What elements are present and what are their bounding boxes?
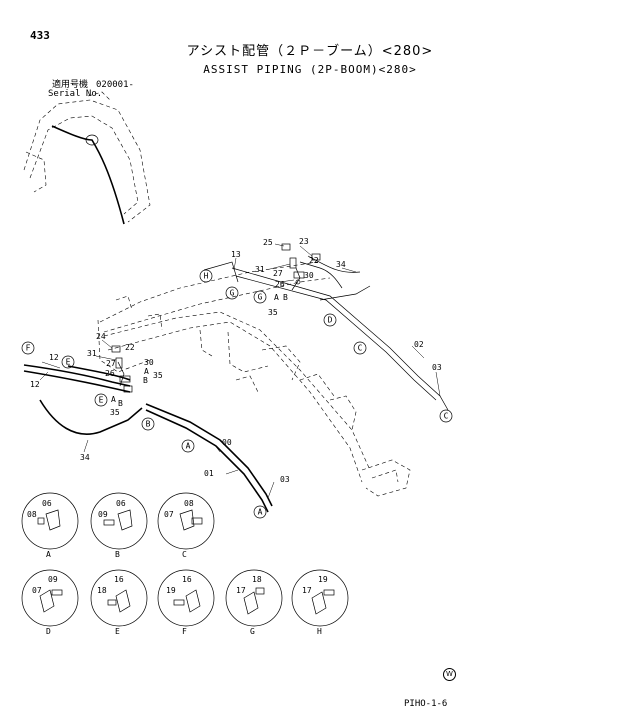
svg-text:16: 16: [114, 575, 124, 584]
svg-text:H: H: [317, 627, 322, 636]
svg-text:30: 30: [304, 271, 314, 280]
svg-text:23: 23: [299, 237, 309, 246]
upper-fittings: [281, 243, 321, 285]
svg-text:34: 34: [336, 260, 346, 269]
svg-text:13: 13: [231, 250, 241, 259]
svg-text:06: 06: [116, 499, 126, 508]
svg-text:34: 34: [80, 453, 90, 462]
svg-text:A: A: [111, 395, 116, 404]
svg-text:A: A: [186, 442, 191, 451]
svg-text:18: 18: [97, 586, 107, 595]
svg-text:B: B: [146, 420, 151, 429]
detail-view-e: 16 18 E: [90, 569, 148, 636]
svg-text:24: 24: [96, 332, 106, 341]
svg-text:30: 30: [144, 358, 154, 367]
svg-text:03: 03: [280, 475, 290, 484]
svg-text:C: C: [444, 412, 449, 421]
svg-text:G: G: [230, 289, 235, 298]
svg-text:12: 12: [49, 353, 59, 362]
page-title-japanese: アシスト配管（２Ｐ－ブーム）<280>: [186, 44, 434, 59]
svg-text:25: 25: [263, 238, 273, 247]
svg-text:22: 22: [125, 343, 135, 352]
svg-text:07: 07: [32, 586, 42, 595]
svg-text:35: 35: [153, 371, 163, 380]
svg-text:B: B: [118, 399, 123, 408]
svg-text:17: 17: [236, 586, 246, 595]
svg-text:02: 02: [414, 340, 424, 349]
detail-view-f: 16 19 F: [157, 569, 215, 636]
svg-text:C: C: [182, 550, 187, 559]
svg-text:06: 06: [42, 499, 52, 508]
svg-text:27: 27: [106, 359, 116, 368]
svg-text:F: F: [182, 627, 187, 636]
callout-markers: H G G D C C F E E B A A: [21, 269, 453, 519]
svg-text:E: E: [115, 627, 120, 636]
svg-text:B: B: [143, 376, 148, 385]
svg-text:G: G: [250, 627, 255, 636]
svg-text:35: 35: [268, 308, 278, 317]
machine-overview-sketch: [23, 91, 151, 225]
svg-text:16: 16: [182, 575, 192, 584]
svg-text:03: 03: [432, 363, 442, 372]
page-number: 433: [30, 29, 50, 42]
svg-text:31: 31: [255, 265, 265, 274]
svg-text:C: C: [358, 344, 363, 353]
svg-text:19: 19: [318, 575, 328, 584]
svg-text:A: A: [258, 508, 263, 517]
leader-lines: [39, 243, 441, 499]
svg-text:D: D: [46, 627, 51, 636]
svg-text:17: 17: [302, 586, 312, 595]
hose-routing: [23, 255, 449, 513]
svg-text:G: G: [258, 293, 263, 302]
svg-text:A: A: [274, 293, 279, 302]
svg-text:F: F: [26, 344, 31, 353]
svg-text:08: 08: [184, 499, 194, 508]
svg-text:19: 19: [166, 586, 176, 595]
boom-outline: [97, 261, 411, 497]
svg-text:31: 31: [87, 349, 97, 358]
svg-text:01: 01: [204, 469, 214, 478]
svg-text:A: A: [144, 367, 149, 376]
svg-text:26: 26: [275, 280, 285, 289]
svg-text:18: 18: [252, 575, 262, 584]
document-code: PIHO-1-6: [404, 699, 448, 709]
svg-text:27: 27: [273, 269, 283, 278]
svg-text:07: 07: [164, 510, 174, 519]
svg-text:08: 08: [27, 510, 37, 519]
svg-text:E: E: [99, 396, 104, 405]
lower-fittings: [111, 345, 133, 393]
svg-text:00: 00: [222, 438, 232, 447]
svg-text:D: D: [328, 316, 333, 325]
svg-text:09: 09: [98, 510, 108, 519]
part-number-labels: 13 25 23 22 31 27 30 26 34 35 02 03 24 1…: [30, 237, 442, 484]
corner-mark-icon: W: [443, 668, 456, 681]
detail-view-b: 06 09 B: [90, 492, 148, 559]
svg-text:35: 35: [110, 408, 120, 417]
svg-text:A: A: [46, 550, 51, 559]
svg-text:22: 22: [309, 256, 319, 265]
svg-text:H: H: [204, 272, 209, 281]
svg-text:E: E: [66, 358, 71, 367]
serial-label-english: Serial No.: [48, 89, 103, 99]
svg-text:B: B: [115, 550, 120, 559]
svg-text:B: B: [283, 293, 288, 302]
serial-number: 020001-: [96, 80, 134, 90]
svg-text:26: 26: [105, 369, 115, 378]
svg-text:12: 12: [30, 380, 40, 389]
detail-view-a: 06 08 A: [21, 492, 79, 559]
page-title-english: ASSIST PIPING (2P-BOOM)<280>: [203, 63, 417, 76]
detail-view-c: 08 07 C: [157, 492, 215, 559]
detail-view-h: 19 17 H: [291, 569, 349, 636]
serial-label-japanese: 適用号機: [52, 80, 89, 90]
svg-text:09: 09: [48, 575, 58, 584]
detail-view-g: 18 17 G: [225, 569, 283, 636]
detail-view-d: 09 07 D: [21, 569, 79, 636]
